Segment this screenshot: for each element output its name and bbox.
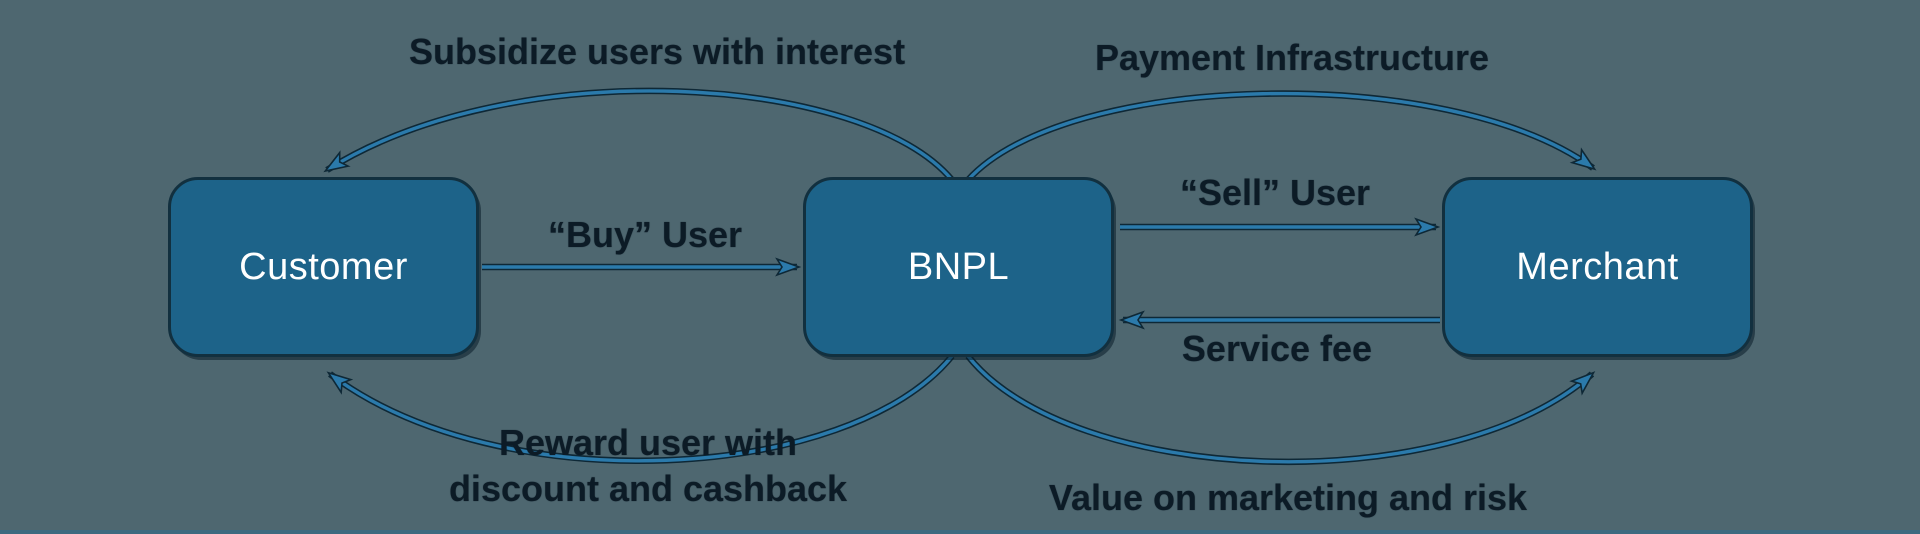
edge-payment-infrastructure-arrow bbox=[965, 90, 1597, 183]
node-customer-label: Customer bbox=[239, 245, 408, 288]
node-merchant: Merchant bbox=[1442, 177, 1753, 357]
node-bnpl: BNPL bbox=[803, 177, 1114, 357]
node-merchant-label: Merchant bbox=[1516, 245, 1679, 288]
edge-label-sell-user: “Sell” User bbox=[1179, 171, 1371, 213]
node-bnpl-label: BNPL bbox=[907, 245, 1010, 288]
edge-label-subsidize: Subsidize users with interest bbox=[408, 30, 906, 72]
edge-reward-arrow bbox=[326, 353, 955, 464]
edge-value-arrow bbox=[965, 353, 1596, 466]
edge-label-value: Value on marketing and risk bbox=[1048, 476, 1528, 518]
edge-label-reward: Reward user with discount and cashback bbox=[448, 421, 848, 509]
node-customer: Customer bbox=[168, 177, 479, 357]
bottom-edge-bar bbox=[0, 530, 1920, 534]
edge-label-buy-user: “Buy” User bbox=[547, 213, 743, 255]
edge-label-payment-infrastructure: Payment Infrastructure bbox=[1094, 36, 1490, 78]
edge-label-service-fee: Service fee bbox=[1181, 327, 1373, 369]
edge-subsidize-arrow bbox=[323, 87, 955, 183]
